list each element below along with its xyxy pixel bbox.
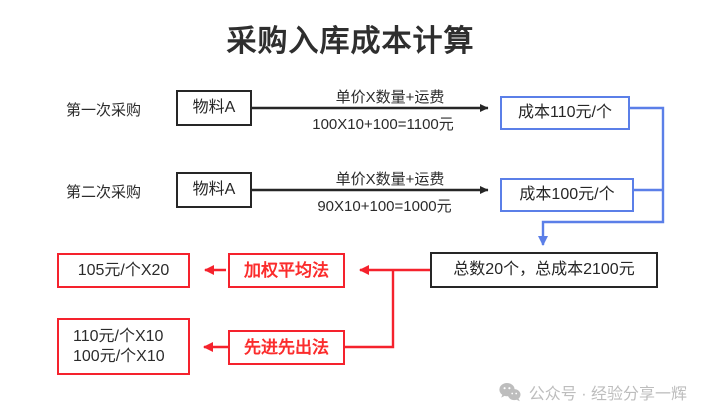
result-fifo-line-2: 100元/个X10 — [73, 347, 165, 365]
watermark-text: 公众号 · 经验分享一辉 — [528, 386, 687, 403]
method-box-weighted-average: 加权平均法 — [228, 253, 345, 288]
total-box: 总数20个，总成本2100元 — [430, 252, 658, 288]
method-label-weighted-average: 加权平均法 — [244, 260, 329, 280]
wechat-icon — [499, 383, 521, 402]
formula-bottom-1: 100X10+100=1100元 — [312, 116, 454, 133]
result-box-fifo: 110元/个X10 100元/个X10 — [57, 318, 190, 375]
row-label-first-purchase: 第一次采购 — [66, 102, 142, 119]
material-box-1: 物料A — [176, 90, 252, 126]
material-box-2: 物料A — [176, 172, 252, 208]
result-box-weighted-average: 105元/个X20 — [57, 253, 190, 288]
material-box-1-label: 物料A — [192, 99, 236, 116]
cost-box-2-label: 成本100元/个 — [519, 186, 615, 203]
method-box-fifo: 先进先出法 — [228, 330, 345, 365]
cost-box-2: 成本100元/个 — [500, 178, 634, 212]
cost-box-1-label: 成本110元/个 — [518, 104, 612, 121]
page-title: 采购入库成本计算 — [226, 25, 475, 58]
total-box-label: 总数20个，总成本2100元 — [453, 261, 635, 278]
formula-top-2: 单价X数量+运费 — [335, 171, 445, 188]
result-weighted-average-line-1: 105元/个X20 — [77, 261, 170, 279]
row-label-second-purchase: 第二次采购 — [66, 184, 142, 201]
cost-box-1: 成本110元/个 — [500, 96, 630, 130]
formula-bottom-2: 90X10+100=1000元 — [317, 198, 452, 215]
watermark: 公众号 · 经验分享一辉 — [499, 380, 687, 404]
material-box-2-label: 物料A — [192, 181, 236, 198]
method-label-fifo: 先进先出法 — [244, 337, 329, 357]
formula-top-1: 单价X数量+运费 — [335, 89, 445, 106]
result-fifo-line-1: 110元/个X10 — [73, 327, 164, 345]
